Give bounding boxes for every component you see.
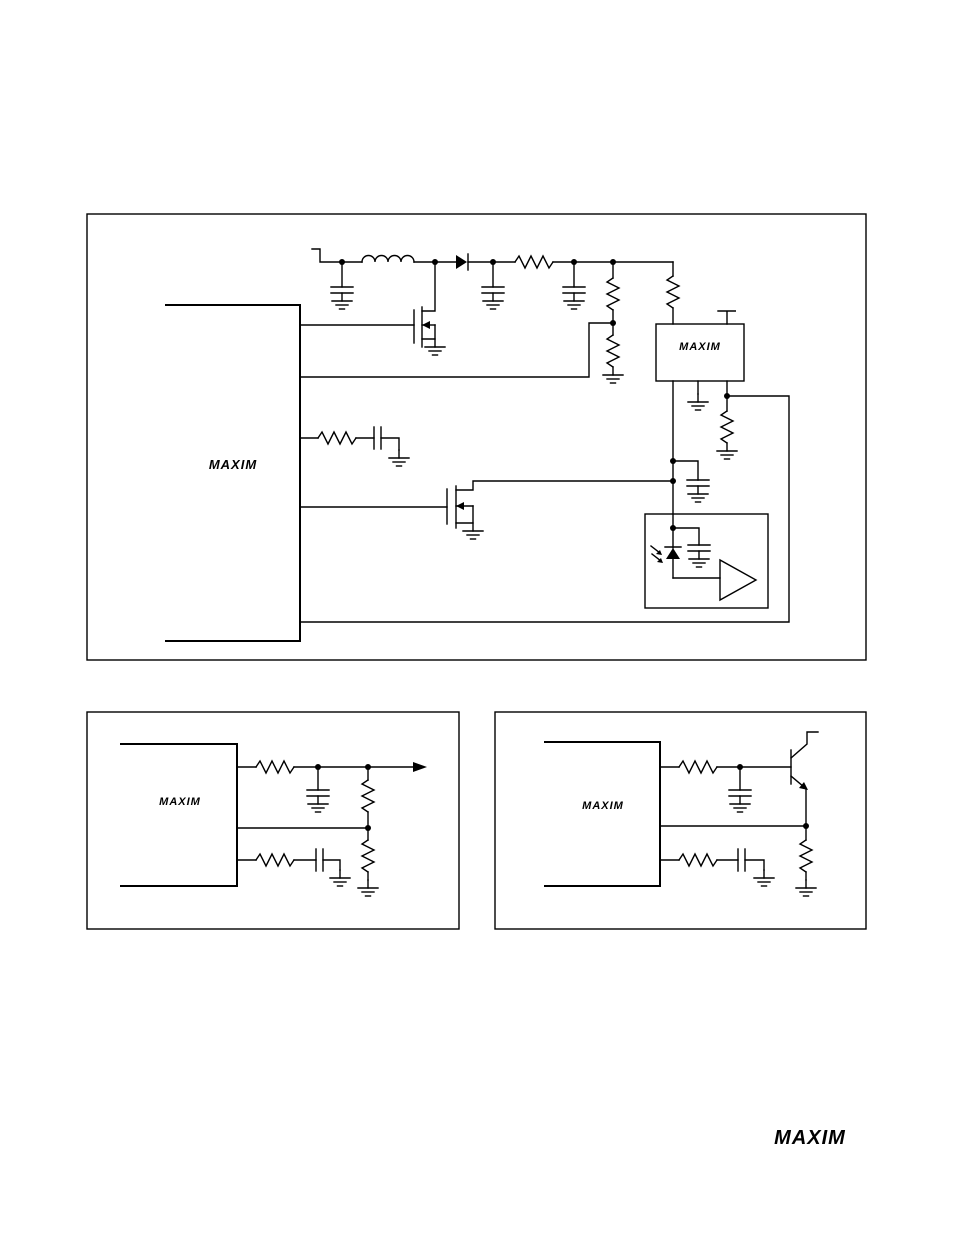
right-ic-logo: MAXIM — [582, 800, 624, 812]
right-ic-block — [544, 742, 660, 886]
sense-mosfet — [300, 481, 673, 539]
rc-compensation — [300, 427, 409, 466]
inductor — [362, 256, 414, 263]
footer-logo: MAXIM — [774, 1127, 846, 1149]
main-ic-block: MAXIM — [165, 305, 300, 641]
switch-mosfet — [300, 262, 445, 355]
main-circuit: MAXIM — [87, 214, 866, 660]
photodiode-bias-line — [670, 381, 709, 528]
secondary-output — [300, 381, 789, 622]
transistor-circuit: MAXIM — [495, 712, 866, 929]
secondary-ic-logo: MAXIM — [679, 341, 721, 353]
main-ic-logo: MAXIM — [209, 457, 258, 472]
left-ic-logo: MAXIM — [159, 796, 201, 808]
filter-capacitor — [563, 259, 585, 309]
output-arrow-icon — [413, 762, 427, 772]
secondary-ic-block: MAXIM — [656, 311, 744, 410]
secondary-ic-supply — [667, 262, 679, 324]
main-circuit-frame — [87, 214, 866, 660]
transistor-circuit-frame — [495, 712, 866, 929]
voltage-divider-circuit: MAXIM — [87, 712, 459, 929]
diode — [456, 254, 468, 270]
input-capacitor — [331, 259, 353, 309]
amplifier-triangle — [720, 560, 756, 600]
npn-transistor — [791, 732, 818, 826]
output-capacitor — [482, 259, 504, 309]
photodiode-module — [645, 514, 768, 608]
series-resistor — [515, 256, 553, 268]
left-ic-block — [120, 744, 237, 886]
input-supply — [312, 249, 342, 262]
